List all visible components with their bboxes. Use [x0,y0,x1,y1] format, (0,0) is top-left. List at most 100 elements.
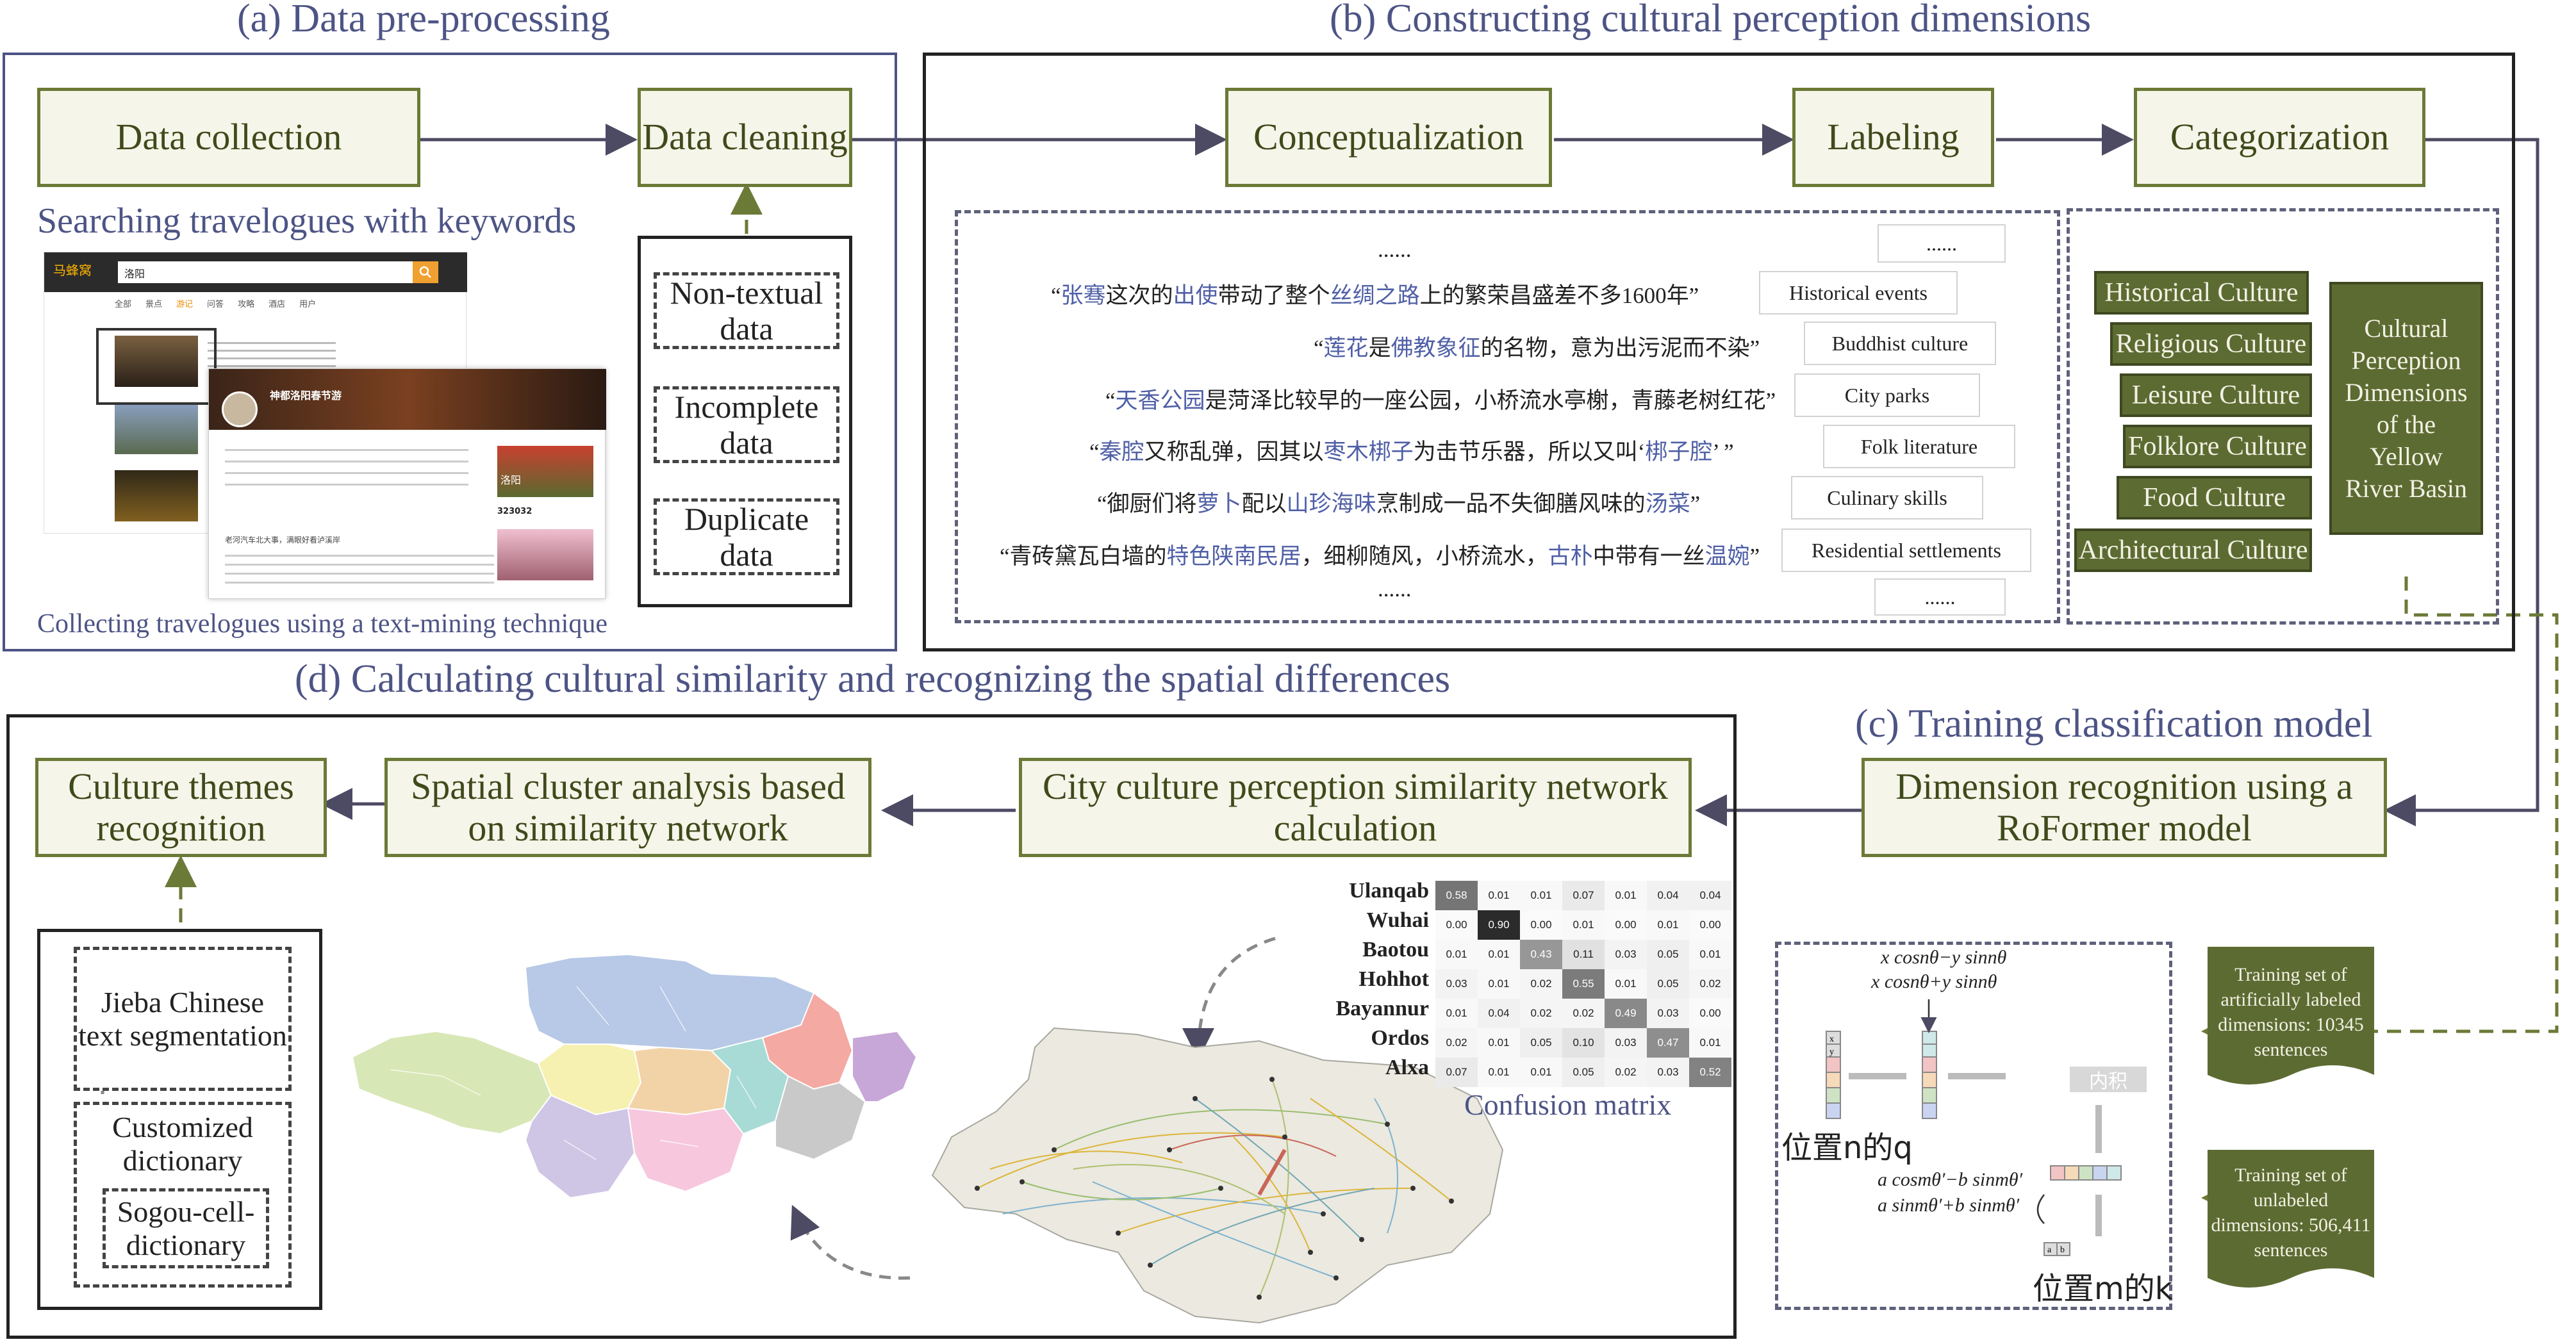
cm-cell: 0.07 [1435,1058,1478,1087]
training-doc-unlabeled [2208,1150,2374,1288]
article-side-image [497,529,593,580]
nav-item[interactable]: 问答 [207,300,224,309]
cm-cell: 0.03 [1605,940,1647,969]
label-ellipsis-bottom: ...... [1874,578,2006,616]
cm-cell: 0.55 [1562,969,1605,999]
spatial-cluster-box: Spatial cluster analysis based on simila… [384,758,871,857]
highlighted-term: 萝卜 [1196,491,1242,516]
confusion-matrix-caption: Confusion matrix [1464,1088,1672,1121]
cm-cell: 0.04 [1478,999,1520,1028]
sentence-text: 上的繁荣昌盛差不多1600年” [1419,283,1699,308]
highlighted-term: 丝绸之路 [1330,283,1420,308]
cleaning-item-non-textual: Non-textual data [654,272,839,349]
nav-item[interactable]: 全部 [115,300,132,309]
sentence-text: 是菏泽比较早的一座公园，小桥流水亭榭，青藤老树红花” [1205,388,1776,413]
cm-cell: 0.03 [1605,1028,1647,1058]
search-input[interactable]: 洛阳 [118,261,413,283]
sentence-text: ” [1690,491,1701,516]
result-thumb[interactable] [115,403,198,454]
category-architectural: Architectural Culture [2074,528,2312,572]
pos-m-label: 位置m的k [2033,1271,2173,1307]
highlighted-term: 佛教象征 [1391,336,1481,361]
cm-row-label: Baotou [1362,938,1429,961]
result-thumb[interactable] [115,336,198,387]
cm-cell: 0.01 [1520,1058,1562,1087]
cleaning-item-incomplete: Incomplete data [654,386,839,463]
roformer-vectors: x y a b [1826,999,2122,1256]
section-b-title: (b) Constructing cultural perception dim… [1330,0,2092,40]
sentence-text: 为击节乐器，所以又叫‘ [1413,439,1646,464]
nav-item[interactable]: 酒店 [268,300,286,309]
nav-item[interactable]: 游记 [176,300,194,309]
nav-item[interactable]: 攻略 [238,300,255,309]
nav-item[interactable]: 用户 [299,300,317,309]
categories-frame [2067,208,2499,625]
panel-d-frame [6,714,1737,1339]
searching-caption: Searching travelogues with keywords [37,201,577,241]
formula-k2: a sinmθ′+b sinmθ′ [1878,1195,2020,1216]
cm-cell: 0.05 [1520,1028,1562,1058]
sentence-text: 中带有一丝 [1592,544,1705,569]
arrow-categorization-to-recognition [2384,138,2539,826]
travelogue-article-screenshot: 神都洛阳春节游 老河汽车北大事，满眼好看泸溪岸 323032 洛阳 [208,368,606,599]
search-button[interactable] [413,261,438,283]
cleaning-item-duplicate: Duplicate data [654,498,839,575]
highlighted-term: 秦腔 [1099,439,1144,464]
cm-cell: 0.02 [1520,999,1562,1028]
nav-item[interactable]: 景点 [145,300,163,309]
formula-k1: a cosmθ′−b sinmθ′ [1878,1169,2023,1190]
highlighted-term: 温婉 [1705,544,1750,569]
sentence-text: ，细柳随风，小桥流水， [1301,544,1548,569]
network-calc-box: City culture perception similarity netwo… [1019,758,1692,857]
tool-sogou: Sogou-cell-dictionary [103,1188,269,1268]
inner-product-box: 内积 [2070,1067,2147,1093]
cm-row-label: Wuhai [1366,908,1429,932]
sentences-ellipsis-bottom: ...... [1378,577,1412,601]
highlighted-term: 山珍海味 [1286,491,1376,516]
sentence-text: 带动了整个 [1218,283,1330,308]
highlighted-term: 张骞 [1061,283,1106,308]
highlighted-term: 汤菜 [1645,491,1690,516]
cm-cell: 0.00 [1689,999,1731,1028]
pos-n-label: 位置n的q [1781,1130,1913,1166]
vec-k-b: b [2060,1245,2065,1255]
labeling-box: Labeling [1792,88,1994,187]
sentence-text: 的名物，意为出污泥而不染” [1480,336,1760,361]
label-item: City parks [1794,373,1980,417]
cm-cell: 0.00 [1605,910,1647,940]
data-cleaning-box: Data cleaning [638,88,852,187]
sentences-frame [955,210,2060,623]
cm-cell: 0.01 [1520,881,1562,910]
article-body-line: 老河汽车北大事，满眼好看泸溪岸 [225,536,341,544]
cm-row-label: Alxa [1385,1056,1429,1079]
vec-k-a: a [2047,1245,2052,1255]
similarity-network-map [931,1027,1504,1324]
cm-cell: 0.49 [1605,999,1647,1028]
section-a-title: (a) Data pre-processing [237,0,610,40]
cm-row-label: Bayannur [1335,997,1430,1020]
sentence-text: “青砖黛瓦白墙的 [1000,544,1167,569]
confusion-matrix-row-labels: Ulanqab Wuhai Baotou Hohhot Bayannur Ord… [1320,879,1430,1085]
sentences-ellipsis-top: ...... [1378,237,1412,262]
article-meta-lines [225,449,468,487]
article-city-label: 洛阳 [500,474,522,486]
sentence-text: “ [1051,283,1061,308]
cm-cell: 0.02 [1605,1058,1647,1087]
panel-a-frame [3,53,897,651]
cm-cell: 0.01 [1605,881,1647,910]
category-food: Food Culture [2117,476,2312,520]
article-title: 神都洛阳春节游 [270,389,342,402]
section-d-title: (d) Calculating cultural similarity and … [295,657,1451,701]
cm-cell: 0.02 [1689,969,1731,999]
article-banner [209,369,606,430]
sentence-row: “张骞这次的出使带动了整个丝绸之路上的繁荣昌盛差不多1600年” [1051,277,1699,310]
cm-cell: 0.00 [1435,910,1478,940]
result-thumb[interactable] [115,470,198,521]
sentence-row: “秦腔又称乱弹，因其以枣木梆子为击节乐器，所以又叫‘梆子腔’ ” [1089,434,1734,466]
vec-q-y: y [1829,1047,1834,1057]
highlighted-term: 莲花 [1323,336,1369,361]
tool-jieba: Jieba Chinese text segmentation [74,947,292,1091]
label-item: Historical events [1759,271,1958,315]
highlighted-term: 特色陕南民居 [1166,544,1301,569]
